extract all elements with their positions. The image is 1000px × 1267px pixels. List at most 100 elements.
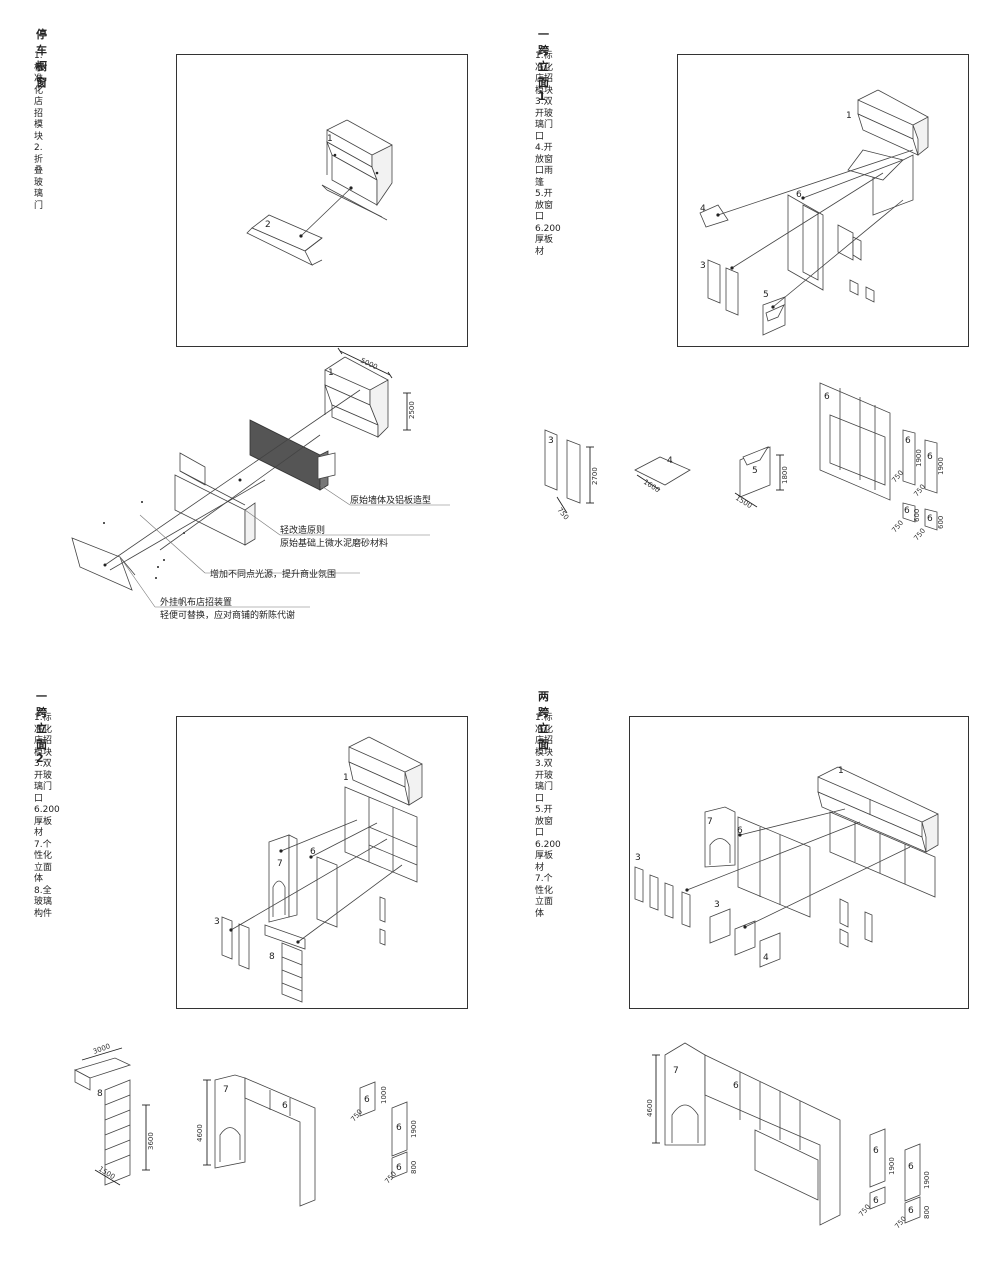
awning-4 (699, 204, 729, 228)
part-6-label: 6 (733, 1081, 739, 1091)
part-3-label: 3 (548, 436, 554, 446)
sign-module (321, 119, 393, 221)
small-6-b: 6 (396, 1123, 402, 1133)
components-row: 3000 3600 1500 8 4600 7 6 6 1000 750 6 1… (73, 1042, 418, 1207)
folding-glass-door (246, 214, 323, 266)
legend-item: 1.标准化店招模块 (34, 713, 53, 758)
part-4: 1600 4 (634, 456, 691, 494)
part-5: 1800 1500 5 (734, 446, 789, 510)
callout-1: 1 (838, 766, 844, 776)
legend-item: 8.全玻璃构件 (34, 885, 53, 919)
legend-item: 5.开放窗口 (535, 805, 554, 838)
double-door-3 (707, 259, 739, 316)
part-7-label: 7 (223, 1085, 229, 1095)
axonometric-frame: 1 2 (176, 54, 468, 347)
axonometric-view: 1 7 6 3 3 4 (634, 766, 939, 968)
legend-list: 1.标准化店招模块 3.双开玻璃门口 5.开放窗口 6.200厚板材 7.个性化… (535, 713, 561, 920)
dim: 1900 (888, 1157, 896, 1175)
sign-module (817, 766, 939, 853)
axonometric-frame: 1 4 6 3 5 (677, 54, 969, 347)
part-7-6: 4600 7 6 (196, 1074, 316, 1207)
callout-6: 6 (796, 190, 802, 200)
legend-item: 7.个性化立面体 (535, 874, 554, 919)
note-microcement: 原始基础上微水泥磨砂材料 (280, 537, 388, 549)
callout-6: 6 (737, 826, 743, 836)
callout-3: 3 (214, 917, 220, 927)
part-4-label: 4 (667, 456, 673, 466)
callout-4: 4 (700, 204, 706, 214)
callout-7: 7 (707, 817, 713, 827)
small-6-b: 6 (908, 1162, 914, 1172)
legend-item: 1.标准化店招模块 (535, 713, 554, 758)
dim-1800: 1800 (781, 466, 789, 484)
dim-750: 750 (555, 506, 570, 521)
sign-module (348, 736, 423, 806)
section-title: 停车橱窗 (36, 28, 47, 89)
axonometric-frame: 1 7 6 3 3 4 (629, 716, 969, 1009)
note-light-renovation: 轻改造原则 (280, 524, 325, 536)
legend-item: 3.双开玻璃门口 (535, 759, 554, 804)
callout-1-exploded: 1 (328, 368, 334, 378)
small-6-a: 6 (905, 436, 911, 446)
legend-item: 5.开放窗口 (535, 189, 554, 222)
part-6-facade: 6 (819, 382, 891, 501)
light-frame (174, 452, 256, 546)
sign-module-exploded (324, 356, 389, 438)
glass-element-8 (264, 924, 306, 1003)
legend-item: 6.200厚板材 (535, 839, 561, 873)
dim: 600 (913, 509, 921, 522)
small-6-a: 6 (873, 1146, 879, 1156)
window-5 (762, 296, 786, 336)
legend-list: 1.标准化店招模块 2.折叠玻璃门 (34, 51, 43, 212)
small-6-b: 6 (927, 452, 933, 462)
components-row: 4600 7 6 6 1900 6 1900 6 750 6 800 750 (646, 1042, 931, 1230)
custom-volume-7 (704, 806, 736, 868)
callout-3b: 3 (714, 900, 720, 910)
small-6-c: 6 (904, 506, 910, 516)
callout-1: 1 (846, 111, 852, 121)
legend-item: 7.个性化立面体 (34, 839, 53, 885)
part-8-label: 8 (97, 1089, 103, 1099)
legend-item: 1.标准化店招模块 (535, 51, 554, 96)
dim-width: 5000 (359, 357, 379, 372)
dim: 1900 (923, 1171, 931, 1189)
panels-6 (737, 816, 873, 948)
note-lighting: 增加不同点光源，提升商业氛围 (210, 568, 336, 580)
dim-4600: 4600 (196, 1124, 204, 1142)
section-title: 两跨立面 (538, 690, 549, 751)
dim: 1000 (380, 1086, 388, 1104)
axonometric-view: 1 7 6 3 8 (214, 736, 423, 1003)
double-doors-3 (634, 866, 691, 928)
original-wall (249, 419, 336, 491)
facade-body (829, 811, 936, 898)
dim: 1900 (915, 449, 923, 467)
double-door-3 (221, 916, 250, 970)
section-title: 一跨立面2 (36, 690, 47, 765)
dim-4600: 4600 (646, 1099, 654, 1117)
facade-body (344, 786, 418, 883)
windows (709, 908, 781, 968)
small-panels: 6 1900 750 6 1900 750 6 600 750 6 600 75… (890, 429, 945, 542)
part-7-6: 4600 7 6 (646, 1042, 841, 1226)
legend-item: 6.200厚板材 (34, 805, 60, 838)
legend-item: 1.标准化店招模块 (34, 51, 44, 142)
axonometric-frame: 1 7 6 3 8 (176, 716, 468, 1009)
small-6-d: 6 (927, 514, 933, 524)
axonometric-view: 1 4 6 3 5 (699, 89, 929, 336)
small-panels: 6 1900 6 1900 6 750 6 800 750 (857, 1128, 931, 1230)
callout-5: 5 (763, 290, 769, 300)
dim: 1900 (937, 457, 945, 475)
part-6-label: 6 (824, 392, 830, 402)
callout-3: 3 (700, 261, 706, 271)
callout-7: 7 (277, 859, 283, 869)
dim-3600: 3600 (147, 1132, 155, 1150)
legend-item: 2.折叠玻璃门 (34, 143, 44, 211)
dim: 800 (410, 1161, 418, 1174)
dim: 750 (890, 519, 905, 534)
part-5-label: 5 (752, 466, 758, 476)
note-original-wall: 原始墙体及铝板造型 (350, 494, 431, 506)
legend-item: 4.开放窗口雨篷 (535, 143, 554, 188)
dim-2700: 2700 (591, 467, 599, 485)
small-6-a: 6 (364, 1095, 370, 1105)
callout-3: 3 (635, 853, 641, 863)
